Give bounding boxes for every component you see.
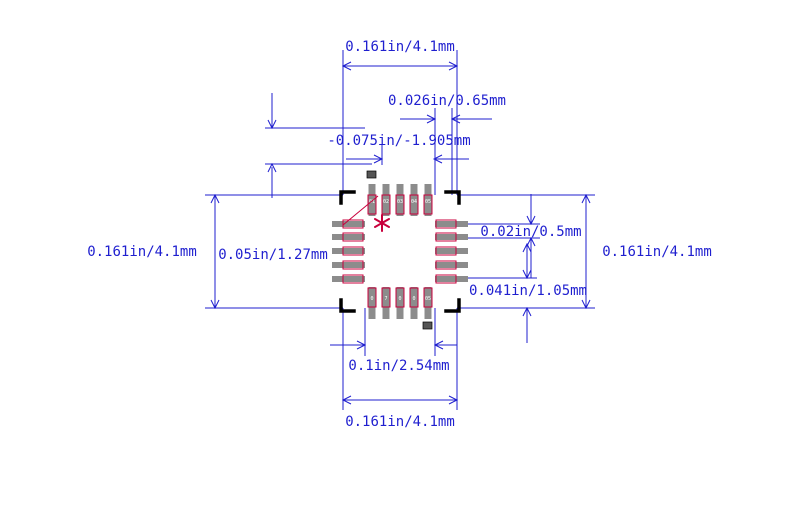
top-pad [410,184,418,216]
top-pad-number: 03 [397,199,403,205]
left-pad-copper [342,260,364,270]
component-outline [339,190,461,313]
bottom-pad-number: 7 [384,296,387,302]
top-pad-copper [381,194,391,215]
right-pad [435,248,468,254]
dim-left-inner-label: 0.05in/1.27mm [218,247,328,263]
bottom-pad [368,287,376,319]
top-pad-number: 04 [411,199,417,205]
right-pad-copper [435,260,457,270]
bottom-pad-number: 05 [425,296,431,302]
top-pad-number: 05 [425,199,431,205]
right-pad-copper [435,274,457,284]
dim-bottom-width-label: 0.161in/4.1mm [345,414,455,430]
right-pad [435,262,468,268]
copper-pad-group [342,194,457,308]
pin1-asterisk-icon [374,214,390,232]
bottom-pad [382,287,390,319]
top-pad-copper [409,194,419,215]
left-pad [332,262,365,268]
bottom-pad-number: 0 [370,296,373,302]
dim-left-height-label: 0.161in/4.1mm [87,244,197,260]
left-pad-copper [342,219,364,229]
left-pad-copper [342,274,364,284]
top-pad [368,184,376,216]
top-pad-copper [423,194,433,215]
left-pad [332,248,365,254]
dim-top-width-label: 0.161in/4.1mm [345,39,455,55]
dim-right-height-label: 0.161in/4.1mm [602,244,712,260]
top-pad-copper [395,194,405,215]
bottom-pad-number: 0 [412,296,415,302]
left-pad-copper [342,246,364,256]
pad-label-group: 01 02 03 04 05 0 7 0 0 05 [369,199,431,302]
top-pad [382,184,390,216]
right-pad [435,234,468,240]
pad-group [332,184,468,319]
right-pad [435,276,468,282]
bottom-pad-copper [367,287,377,308]
pin1-chamfer-line [342,195,379,226]
top-pad-number: 01 [369,199,375,205]
top-pad [396,184,404,216]
right-pad [435,221,468,227]
left-pad [332,234,365,240]
dim-bottom-spacing-label: 0.1in/2.54mm [348,358,449,374]
bottom-pad-copper [423,287,433,308]
dim-pitch-label: 0.026in/0.65mm [388,93,506,109]
bottom-pad [396,287,404,319]
orientation-block-top [366,170,377,179]
left-pad [332,276,365,282]
dimension-lines [205,50,595,410]
right-pad-copper [435,232,457,242]
left-pad [332,221,365,227]
right-pad-copper [435,219,457,229]
dim-pad-length-label: 0.041in/1.05mm [469,283,587,299]
right-pad-copper [435,246,457,256]
dim-pad-width-label: 0.02in/0.5mm [480,224,581,240]
bottom-pad-copper [381,287,391,308]
top-pad [424,184,432,216]
left-pad-copper [342,232,364,242]
bottom-pad-copper [409,287,419,308]
bottom-pad-copper [395,287,405,308]
orientation-block-bottom [422,321,433,330]
top-pad-number: 02 [383,199,389,205]
bottom-pad-number: 0 [398,296,401,302]
bottom-pad [424,287,432,319]
dim-offset-label: -0.075in/-1.905mm [327,133,470,149]
bottom-pad [410,287,418,319]
dimension-arrows [210,61,591,405]
